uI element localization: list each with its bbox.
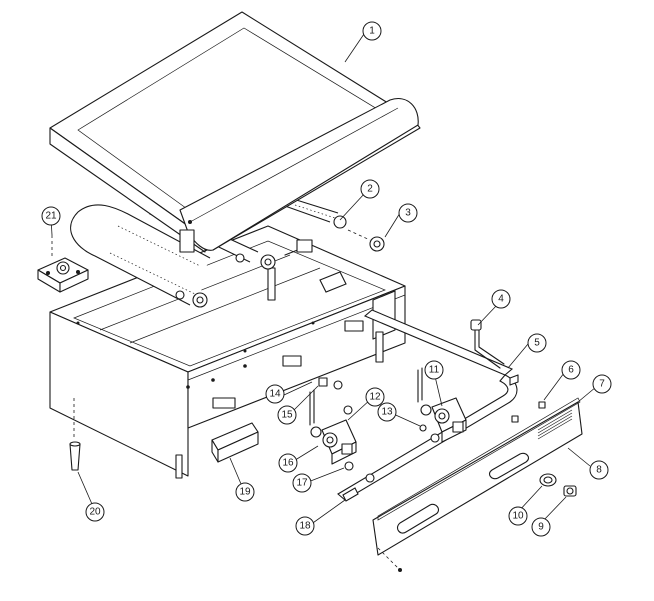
callout-circle: [398, 203, 418, 223]
chassis-legs: [175, 267, 384, 479]
callout-circle: [277, 405, 297, 425]
callout-2: 2: [360, 179, 380, 199]
callout-4: 4: [491, 289, 511, 309]
callout-11: 11: [424, 360, 444, 380]
burner-holder-bracket: [37, 235, 89, 293]
callout-14: 14: [265, 384, 285, 404]
callout-circle: [85, 502, 105, 522]
callout-number: 3: [405, 208, 411, 219]
callout-circle: [360, 179, 380, 199]
callout-circle: [592, 374, 612, 394]
callout-number: 1: [369, 26, 375, 37]
callout-20: 20: [85, 502, 105, 522]
callout-10: 10: [508, 506, 528, 526]
callout-circle: [41, 206, 61, 226]
callout-circle: [365, 387, 385, 407]
callout-number: 15: [281, 410, 293, 421]
callout-number: 8: [596, 465, 602, 476]
callout-16: 16: [278, 453, 298, 473]
pilot-tube: [470, 319, 505, 369]
callout-circle: [424, 360, 444, 380]
callout-3: 3: [398, 203, 418, 223]
callout-6: 6: [561, 360, 581, 380]
gas-inlet-pipe: [342, 487, 359, 502]
callout-7: 7: [592, 374, 612, 394]
callout-19: 19: [235, 482, 255, 502]
callout-number: 12: [369, 392, 381, 403]
callout-number: 19: [239, 487, 251, 498]
callout-number: 9: [538, 522, 544, 533]
callout-circle: [278, 453, 298, 473]
callout-21: 21: [41, 206, 61, 226]
callout-number: 2: [367, 184, 373, 195]
callout-circle: [235, 482, 255, 502]
callout-number: 17: [296, 478, 308, 489]
callout-circle: [589, 460, 609, 480]
callout-number: 13: [381, 407, 393, 418]
control-panel: [372, 397, 583, 572]
control-valve-right: [417, 367, 467, 443]
griddle-plate: [49, 11, 421, 253]
callout-circle: [508, 506, 528, 526]
callout-number: 10: [512, 511, 524, 522]
callout-number: 18: [299, 521, 311, 532]
callout-circle: [531, 517, 551, 537]
callout-number: 7: [599, 379, 605, 390]
callout-12: 12: [365, 387, 385, 407]
callout-9: 9: [531, 517, 551, 537]
front-leg: [69, 398, 81, 471]
callout-number: 11: [429, 365, 440, 376]
callout-circle: [362, 21, 382, 41]
callout-number: 4: [498, 294, 504, 305]
callout-circle: [561, 360, 581, 380]
callout-5: 5: [527, 333, 547, 353]
callout-circle: [292, 473, 312, 493]
callout-circle: [265, 384, 285, 404]
callout-number: 16: [282, 458, 294, 469]
callout-number: 5: [534, 338, 540, 349]
callout-18: 18: [295, 516, 315, 536]
callout-circle: [491, 289, 511, 309]
callout-number: 6: [568, 365, 574, 376]
knob-and-bezel: [539, 473, 577, 497]
callout-circle: [527, 333, 547, 353]
callout-number: 20: [89, 507, 101, 518]
callout-number: 21: [45, 211, 57, 222]
chassis: [49, 225, 406, 479]
fittings: [318, 377, 546, 483]
callout-circle: [295, 516, 315, 536]
callout-number: 14: [269, 389, 281, 400]
panel-vent: [537, 409, 573, 440]
gas-manifold: [337, 309, 519, 501]
callout-1: 1: [362, 21, 382, 41]
control-valve-left: [309, 389, 357, 465]
callout-8: 8: [589, 460, 609, 480]
callout-13: 13: [377, 402, 397, 422]
callout-17: 17: [292, 473, 312, 493]
callout-circle: [377, 402, 397, 422]
callout-15: 15: [277, 405, 297, 425]
drip-tray: [211, 422, 259, 463]
